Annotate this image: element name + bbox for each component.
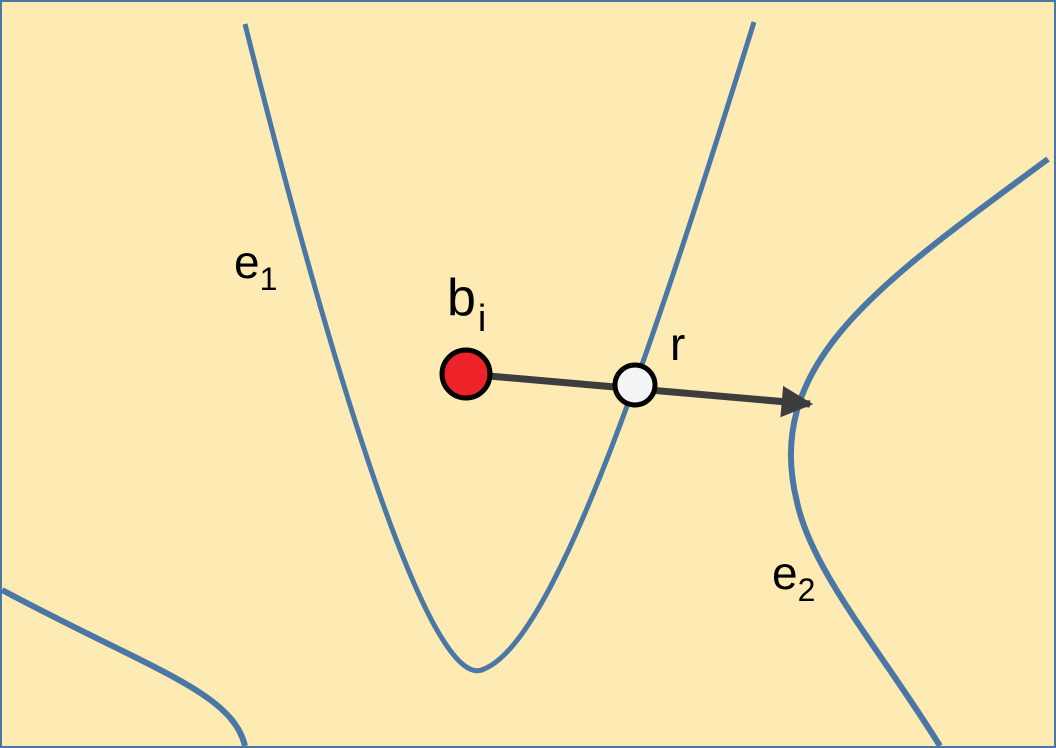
label-e2-subscript: 2 <box>798 572 816 608</box>
label-b-i-subscript: i <box>478 298 486 340</box>
curve-e1 <box>242 21 757 674</box>
point-b-i[interactable] <box>439 347 493 401</box>
label-b-i: bi <box>447 269 486 340</box>
curve-e2 <box>787 156 1050 746</box>
curve-bottom-left <box>2 587 248 746</box>
label-e1-subscript: 1 <box>260 261 278 297</box>
label-e1: e1 <box>234 236 277 297</box>
label-e2: e2 <box>772 547 815 608</box>
label-r: r <box>670 318 685 370</box>
point-r[interactable] <box>612 362 658 408</box>
